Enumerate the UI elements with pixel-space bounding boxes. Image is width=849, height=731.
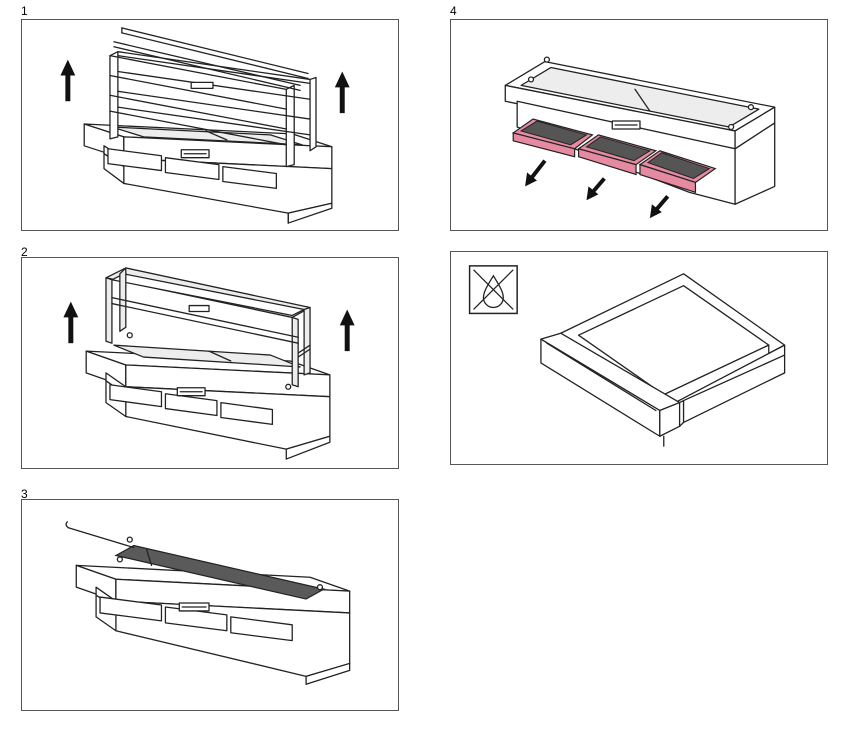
step-3-illustration (65, 521, 351, 685)
step-3-label: 3 (21, 487, 28, 501)
step-1-panel (21, 19, 399, 231)
drawer-care-illustration (468, 265, 786, 447)
step-4-illustration (504, 56, 776, 219)
lift-arrow-left-icon (60, 59, 76, 102)
step-1-label: 1 (21, 4, 28, 18)
pull-arrow-3-icon (649, 195, 670, 219)
mesh-tray (114, 536, 326, 600)
display-unit-base (83, 123, 333, 224)
step-4-label: 4 (450, 4, 457, 18)
lift-arrow-left-icon (63, 301, 79, 344)
step-2-label: 2 (21, 245, 28, 259)
drawer-removed-3 (638, 150, 717, 194)
step-2-illustration (63, 267, 355, 460)
display-unit-base (75, 564, 351, 685)
step-2-panel (21, 257, 399, 469)
step-3-panel (21, 499, 399, 711)
pull-arrow-2-icon (586, 177, 606, 201)
drawer-removed-2 (577, 134, 658, 176)
pull-arrow-1-icon (525, 159, 547, 187)
step-1-illustration (60, 27, 350, 224)
support-frame-lifted (105, 267, 311, 388)
lift-arrow-right-icon (334, 71, 350, 114)
display-unit-base (85, 332, 331, 460)
step-4-panel (450, 19, 828, 231)
lifting-hook-icon (65, 521, 135, 549)
drawer-removed-1 (511, 118, 594, 158)
drawer-tray (540, 273, 786, 447)
top-frame-lifted (109, 27, 317, 168)
crossed-water-drop-icon (468, 265, 518, 315)
lift-arrow-right-icon (339, 309, 355, 352)
drawer-care-panel (450, 251, 828, 465)
